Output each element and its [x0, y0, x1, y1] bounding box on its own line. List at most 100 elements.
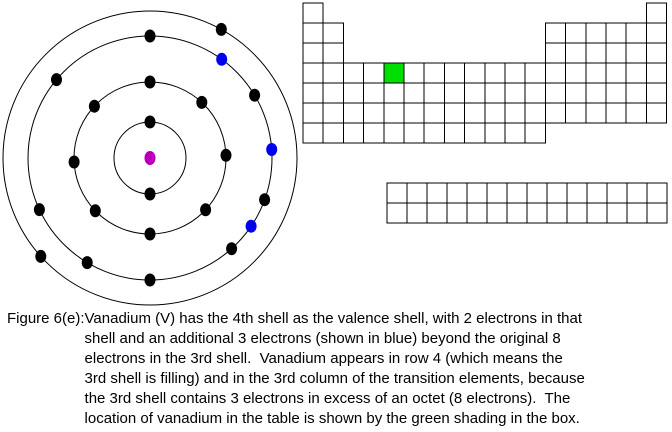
table-cell — [383, 122, 405, 144]
caption-line: shell and an additional 3 electrons (sho… — [84, 330, 561, 347]
f-block-cell — [506, 182, 528, 204]
table-cell — [443, 62, 466, 84]
f-block-cell — [566, 202, 588, 224]
electron-dot — [33, 203, 45, 217]
table-cell — [565, 82, 587, 104]
f-block-cell — [646, 182, 668, 204]
table-cell — [403, 122, 425, 144]
table-cell — [322, 62, 344, 84]
electron-dot-blue — [245, 219, 257, 233]
electron-dot — [81, 256, 93, 270]
f-block-cell — [486, 182, 508, 204]
electron-dot — [200, 203, 212, 217]
f-block-cell — [406, 182, 428, 204]
f-block-cell — [426, 182, 448, 204]
table-cell — [585, 82, 607, 104]
table-cell — [322, 102, 344, 124]
f-block-cell — [646, 202, 668, 224]
table-cell — [342, 102, 365, 124]
f-block-cell — [446, 202, 468, 224]
f-block-cell — [586, 182, 608, 204]
table-cell — [504, 62, 526, 84]
table-cell — [605, 22, 627, 44]
table-cell — [565, 62, 587, 84]
table-cell — [504, 122, 526, 144]
f-block-cell — [566, 182, 588, 204]
f-block-cell — [466, 202, 488, 224]
f-block-cell — [526, 202, 548, 224]
electron-dot — [35, 249, 47, 263]
table-cell — [464, 102, 486, 124]
f-block-cell — [546, 182, 568, 204]
electron-dot — [51, 73, 62, 87]
electron-dot — [144, 29, 156, 43]
f-block-cell — [626, 182, 648, 204]
table-cell — [464, 122, 486, 144]
f-block-cell — [526, 182, 548, 204]
caption-line: location of vanadium in the table is sho… — [84, 410, 580, 427]
caption-line: Vanadium (V) has the 4th shell as the va… — [84, 310, 583, 327]
electron-dot — [144, 115, 156, 129]
electron-dot — [144, 187, 156, 201]
figure-6e-diagram — [2, 2, 668, 306]
table-cell — [322, 42, 344, 64]
f-block-cell — [626, 202, 648, 224]
figure-label: Figure 6(e): — [7, 310, 85, 327]
table-cell — [645, 82, 668, 104]
electron-dot — [88, 99, 100, 113]
table-cell — [544, 22, 567, 44]
table-cell — [403, 62, 425, 84]
figure-caption: Figure 6(e): Vanadium (V) has the 4th sh… — [7, 309, 667, 429]
electron-dot — [196, 95, 208, 109]
table-cell — [585, 102, 607, 124]
table-cell — [302, 22, 324, 44]
electron-dot — [68, 155, 80, 169]
table-cell — [342, 122, 365, 144]
table-cell — [585, 22, 607, 44]
table-cell — [625, 42, 647, 64]
f-block-cell — [606, 202, 628, 224]
electron-dot — [89, 204, 101, 218]
periodic-table-outline — [302, 2, 668, 224]
shell-circle-4 — [2, 10, 298, 306]
f-block-cell — [486, 202, 508, 224]
table-cell — [363, 62, 385, 84]
electron-dot-blue — [216, 52, 228, 66]
table-cell — [484, 122, 506, 144]
table-cell — [403, 102, 425, 124]
table-cell — [302, 102, 324, 124]
table-cell — [645, 22, 668, 44]
table-cell — [423, 102, 445, 124]
electron-dot — [249, 88, 261, 102]
table-cell — [302, 2, 324, 24]
table-cell — [443, 102, 466, 124]
table-cell — [625, 82, 647, 104]
table-cell — [322, 122, 344, 144]
electron-dot — [220, 148, 232, 162]
table-cell — [342, 82, 365, 104]
table-cell — [565, 102, 587, 124]
electron-dot — [215, 22, 227, 36]
table-cell — [544, 62, 567, 84]
vanadium-highlight-cell — [383, 62, 405, 84]
table-cell — [565, 42, 587, 64]
table-cell — [423, 82, 445, 104]
table-cell — [423, 122, 445, 144]
f-block-cell — [446, 182, 468, 204]
table-cell — [464, 82, 486, 104]
table-cell — [605, 62, 627, 84]
table-cell — [585, 42, 607, 64]
nucleus — [144, 151, 156, 165]
table-cell — [302, 42, 324, 64]
electron-dot — [259, 193, 271, 207]
table-cell — [403, 82, 425, 104]
table-cell — [484, 62, 506, 84]
f-block-cell — [546, 202, 568, 224]
table-cell — [363, 82, 385, 104]
table-cell — [544, 82, 567, 104]
electron-dot-blue — [266, 143, 278, 156]
table-cell — [363, 122, 385, 144]
table-cell — [322, 82, 344, 104]
table-cell — [625, 102, 647, 124]
